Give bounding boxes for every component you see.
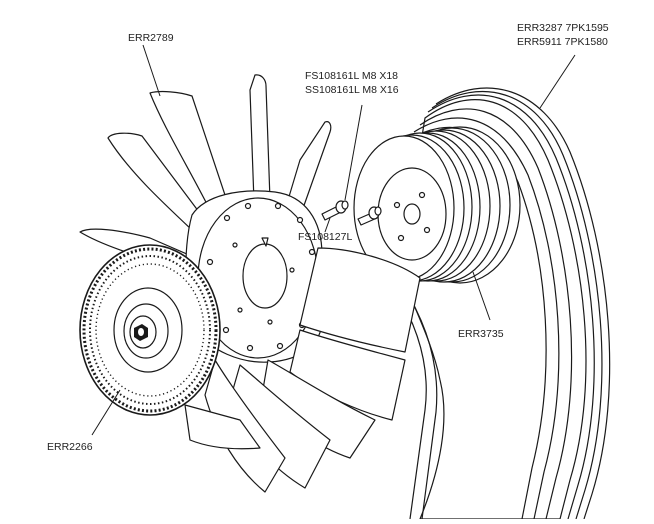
- fan-blade-upper-left: [107, 90, 231, 231]
- viscous-coupling: [79, 244, 221, 416]
- fan-blade-upper-middle: [249, 74, 271, 203]
- label-pulley: ERR3735: [458, 328, 504, 340]
- pulley: [353, 126, 521, 284]
- label-viscous-coupling: ERR2266: [47, 441, 93, 453]
- leader-lines: [91, 44, 576, 436]
- leader-pulley: [472, 271, 491, 321]
- bolt-long: [321, 200, 349, 221]
- fan-blade-bottom-left: [184, 404, 261, 450]
- label-belt-line2: ERR5911 7PK1580: [517, 36, 608, 48]
- leader-belt: [539, 54, 576, 109]
- fan-blade-lower-right: [289, 247, 421, 421]
- part-labels: ERR2789 ERR3287 7PK1595 ERR5911 7PK1580 …: [47, 22, 609, 453]
- leader-viscous-coupling: [91, 389, 121, 436]
- label-fan-blade: ERR2789: [128, 32, 174, 44]
- leader-nut: [324, 217, 331, 233]
- label-belt-line1: ERR3287 7PK1595: [517, 22, 609, 34]
- leader-fan-blade: [142, 44, 161, 97]
- leader-bolt: [344, 104, 363, 201]
- label-bolt-line2: SS108161L M8 X16: [305, 84, 399, 96]
- label-bolt-line1: FS108161L M8 X18: [305, 70, 398, 82]
- bolt-short: [357, 206, 382, 226]
- label-nut: FS108127L: [298, 231, 352, 243]
